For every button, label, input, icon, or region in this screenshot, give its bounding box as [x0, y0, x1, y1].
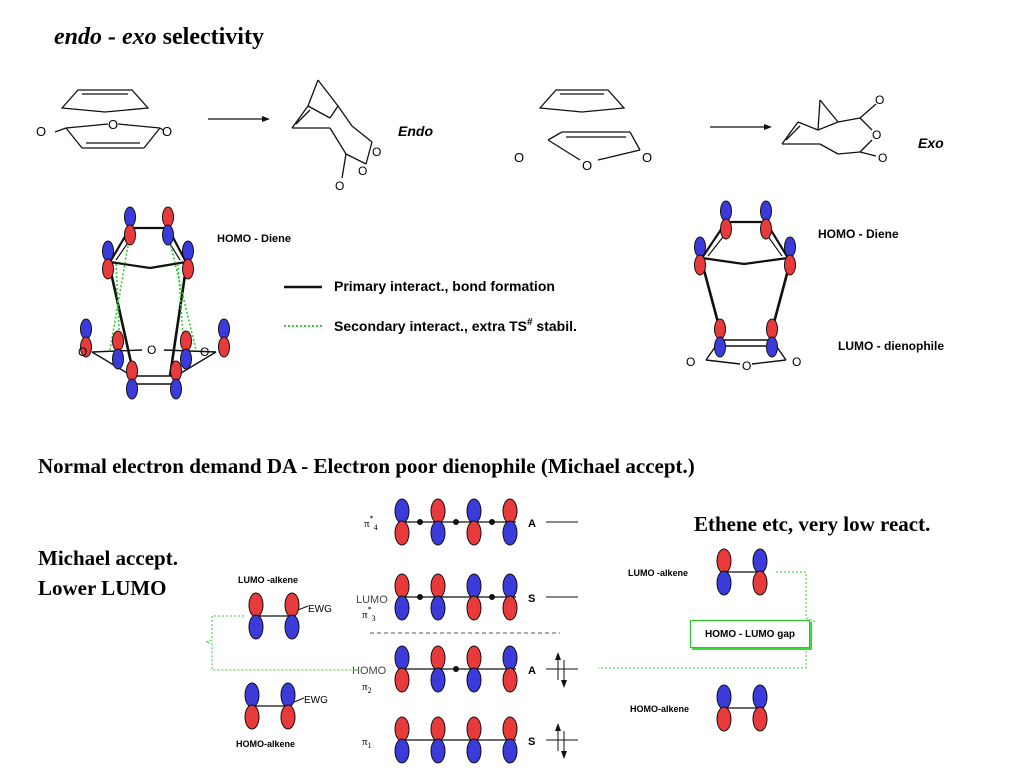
- exo-label: Exo: [918, 135, 944, 151]
- left-homo-alkene: [244, 682, 305, 730]
- left-homo-ewg: EWG: [304, 695, 328, 706]
- endo-ts-O3: O: [200, 345, 209, 359]
- slide-title: endo - exo selectivity: [54, 24, 264, 51]
- endo-reactants: [60, 89, 161, 149]
- sym-pi3: S: [528, 593, 535, 605]
- pi1-sub: 1: [368, 741, 372, 750]
- legend-primary-text: Primary interact., bond formation: [334, 278, 555, 294]
- label-pi1: π1: [362, 736, 372, 750]
- section2-heading: Normal electron demand DA - Electron poo…: [38, 454, 695, 478]
- left-lumo-label: LUMO -alkene: [238, 575, 298, 585]
- label-homo: HOMO: [352, 665, 387, 677]
- sym-pi4: A: [528, 518, 536, 530]
- endo-co-right: [159, 127, 164, 131]
- michael-line2: Lower LUMO: [38, 576, 167, 600]
- endo-O-left: O: [36, 124, 46, 139]
- exo-O-left: O: [514, 150, 524, 165]
- endo-label: Endo: [398, 123, 433, 139]
- endo-ts-diagram: [80, 206, 230, 400]
- exo-product: [781, 99, 877, 157]
- sym-pi1: S: [528, 736, 535, 748]
- label-pi4: π*4: [364, 514, 378, 532]
- pi3-symbol: π: [362, 609, 368, 621]
- legend-secondary-pre: Secondary interact., extra TS: [334, 318, 527, 334]
- exo-O-mid: O: [582, 158, 592, 173]
- exo-prod-O1: O: [875, 93, 884, 107]
- endo-O-mid: O: [108, 117, 118, 132]
- exo-O-right: O: [642, 150, 652, 165]
- exo-prod-O3: O: [878, 151, 887, 165]
- legend-secondary-text: Secondary interact., extra TS# stabil.: [334, 317, 577, 334]
- exo-prod-O2: O: [872, 128, 881, 142]
- endo-co-left: [54, 127, 67, 133]
- exo-ts-O2: O: [742, 359, 751, 373]
- sym-pi2: A: [528, 665, 536, 677]
- mo-pi1: [394, 716, 578, 764]
- endo-prod-O2: O: [335, 179, 344, 193]
- homo-lumo-gap-box: HOMO - LUMO gap: [690, 620, 810, 648]
- legend-secondary-sup: #: [527, 317, 533, 328]
- label-pi3: π*3: [362, 605, 376, 623]
- pi3-sup: *: [368, 605, 372, 614]
- ethene-note: Ethene etc, very low react.: [694, 512, 931, 536]
- left-gap-bracket: [204, 615, 360, 671]
- endo-product: [291, 79, 373, 179]
- pi3-sub: 3: [372, 614, 376, 623]
- exo-homo-label: HOMO - Diene: [818, 227, 899, 241]
- pi4-sub: 4: [374, 523, 378, 532]
- arrow-1: [208, 116, 270, 122]
- exo-ts-diagram: [694, 200, 796, 365]
- left-homo-label: HOMO-alkene: [236, 739, 295, 749]
- endo-prod-O3: O: [358, 164, 367, 178]
- pi4-symbol: π: [364, 518, 370, 530]
- arrow-2: [710, 124, 772, 130]
- pi2-symbol: π: [362, 681, 368, 693]
- pi4-sup: *: [370, 514, 374, 523]
- endo-ts-O2: O: [147, 343, 156, 357]
- endo-prod-O1: O: [372, 145, 381, 159]
- right-lumo-alkene: [716, 548, 768, 596]
- endo-ts-O1: O: [78, 345, 87, 359]
- right-lumo-label: LUMO -alkene: [628, 568, 688, 578]
- exo-lumo-label: LUMO - dienophile: [838, 339, 944, 353]
- label-lumo: LUMO: [356, 594, 388, 606]
- title-rest: selectivity: [156, 24, 264, 50]
- pi1-symbol: π: [362, 736, 368, 748]
- legend-secondary-post: stabil.: [533, 318, 577, 334]
- pi2-sub: 2: [368, 686, 372, 695]
- left-lumo-alkene: [248, 592, 309, 640]
- label-pi2: π2: [362, 681, 372, 695]
- exo-ts-O3: O: [792, 355, 801, 369]
- exo-reactants: [538, 89, 641, 161]
- endo-O-right: O: [162, 124, 172, 139]
- mo-pi3: [394, 573, 578, 621]
- exo-ts-O1: O: [686, 355, 695, 369]
- mo-pi4: [394, 498, 578, 546]
- mo-pi2: [394, 645, 578, 693]
- left-lumo-ewg: EWG: [308, 604, 332, 615]
- right-homo-label: HOMO-alkene: [630, 704, 689, 714]
- title-italic: endo - exo: [54, 24, 157, 50]
- michael-line1: Michael accept.: [38, 546, 178, 570]
- right-gap-bracket: [598, 571, 816, 669]
- endo-homo-label: HOMO - Diene: [217, 233, 291, 245]
- right-homo-alkene: [716, 684, 768, 732]
